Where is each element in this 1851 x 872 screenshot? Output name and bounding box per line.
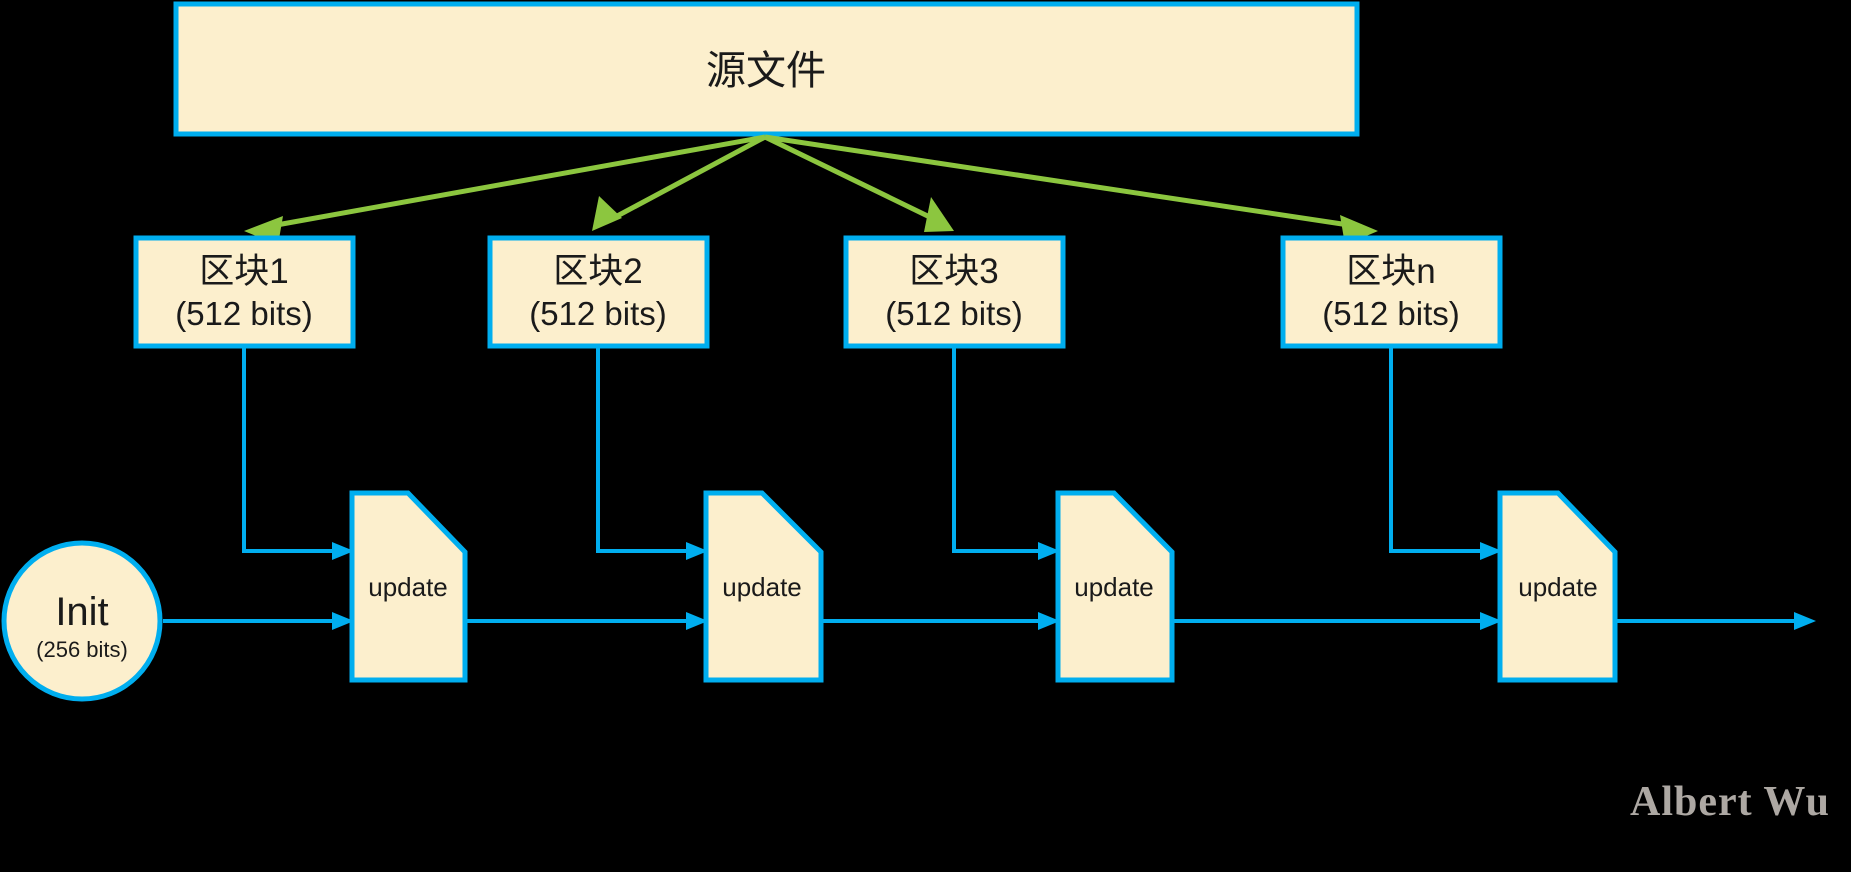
update-label-1: update [368,572,448,602]
connector-update-1-to-update-2 [465,612,708,630]
split-arrow-block-n [764,134,1378,245]
connector-block-n-to-update-n [1389,346,1502,560]
update-node-3[interactable]: update [1055,490,1175,683]
update-node-1[interactable]: update [349,490,468,683]
block-label-1: 区块1 [199,252,288,291]
connector-update-2-to-update-3 [821,612,1060,630]
update-label-3: update [1074,572,1154,602]
init-bits-label: (256 bits) [36,637,128,662]
update-node-n[interactable]: update [1497,490,1618,683]
block-to-update-connectors [242,346,1502,560]
block-node-2[interactable]: 区块2 (512 bits) [487,235,710,349]
chain-connectors [163,612,1816,630]
block-node-n[interactable]: 区块n (512 bits) [1280,235,1503,349]
init-node[interactable]: Init (256 bits) [1,540,163,702]
block-bits-2: (512 bits) [529,295,667,332]
split-arrow-block-1 [244,134,766,245]
connector-update-3-to-update-n [1172,612,1502,630]
update-label-2: update [722,572,802,602]
connector-init-to-update-1 [163,612,354,630]
update-label-n: update [1518,572,1598,602]
connector-block-2-to-update-2 [596,346,708,560]
init-label: Init [55,590,108,634]
connector-block-3-to-update-3 [952,346,1060,560]
split-arrow-block-3 [763,134,954,232]
connector-update-n-output [1615,612,1816,630]
block-label-3: 区块3 [909,252,998,291]
block-node-1[interactable]: 区块1 (512 bits) [133,235,356,349]
source-file-node[interactable]: 源文件 [173,1,1360,137]
block-node-3[interactable]: 区块3 (512 bits) [843,235,1066,349]
split-arrows-group [244,134,1378,245]
update-node-2[interactable]: update [703,490,824,683]
block-label-n: 区块n [1346,252,1435,291]
watermark-albert-wu: Albert Wu [1630,779,1830,825]
block-bits-n: (512 bits) [1322,295,1460,332]
source-file-label: 源文件 [706,49,826,93]
connector-block-1-to-update-1 [242,346,354,560]
block-bits-3: (512 bits) [885,295,1023,332]
block-label-2: 区块2 [553,252,642,291]
block-bits-1: (512 bits) [175,295,313,332]
split-arrow-block-2 [592,134,767,231]
